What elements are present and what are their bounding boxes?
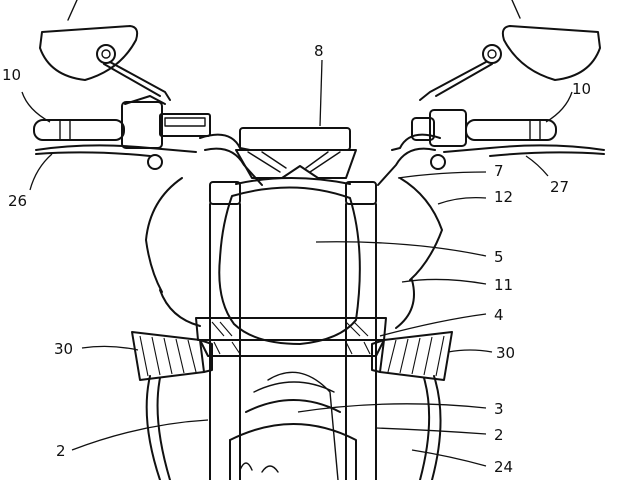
left-mirror (39, 0, 171, 101)
label-30-right: 30 (496, 344, 515, 362)
lower-bracket (195, 317, 387, 357)
label-7: 7 (494, 162, 504, 180)
left-turn-signal (131, 331, 213, 381)
label-12: 12 (494, 188, 513, 206)
right-turn-signal (371, 331, 453, 381)
leader-lines (21, 59, 573, 467)
right-brake-lever (430, 144, 605, 170)
right-grip (411, 109, 557, 147)
label-27: 27 (550, 178, 569, 196)
label-3: 3 (494, 400, 504, 418)
left-brake-lever (35, 144, 197, 170)
meter-unit (235, 127, 357, 179)
label-30-left: 30 (54, 340, 73, 358)
right-mirror (419, 0, 601, 101)
label-5: 5 (494, 248, 504, 266)
label-24: 24 (494, 458, 513, 476)
label-8: 8 (314, 42, 324, 60)
brake-hoses (145, 371, 442, 480)
label-4: 4 (494, 306, 504, 324)
label-10-left: 10 (2, 66, 21, 84)
reference-numerals: 8 10 10 26 27 7 12 5 11 4 30 30 3 2 2 24 (2, 42, 591, 476)
label-2-left: 2 (56, 442, 66, 460)
left-grip (33, 95, 211, 149)
label-10-right: 10 (572, 80, 591, 98)
label-26: 26 (8, 192, 27, 210)
label-2-right: 2 (494, 426, 504, 444)
label-11: 11 (494, 276, 513, 294)
front-cowl (145, 177, 443, 329)
